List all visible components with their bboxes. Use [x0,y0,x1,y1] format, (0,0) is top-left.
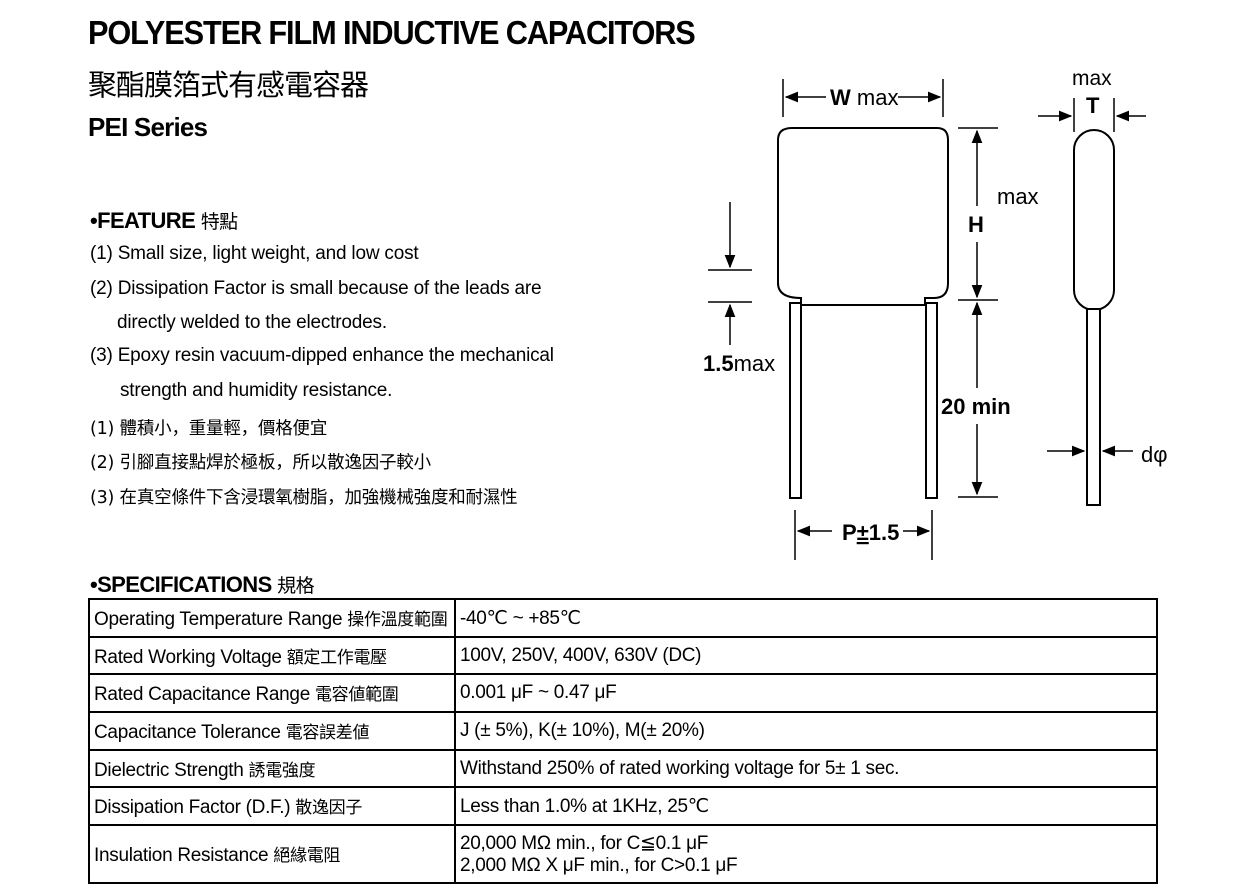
spec-label: Dielectric Strength 誘電強度 [88,749,456,788]
width-symbol: W [830,85,851,110]
right-lead [925,302,938,499]
table-row: Dissipation Factor (D.F.) 散逸因子 Less than… [88,786,1158,826]
width-max-label: W max [830,85,898,110]
lead-gap-value: 1.5 [703,351,734,376]
specifications-heading-zh: 規格 [277,575,314,597]
spec-value: Withstand 250% of rated working voltage … [454,749,1158,788]
table-row: Dielectric Strength 誘電強度 Withstand 250% … [88,749,1158,788]
feature-item: (1) Small size, light weight, and low co… [90,243,419,264]
series-name: PEI Series [88,112,208,142]
specifications-heading-label: •SPECIFICATIONS [90,572,272,597]
spec-value: 100V, 250V, 400V, 630V (DC) [454,636,1158,675]
capacitor-body-side [1073,129,1115,311]
feature-heading: •FEATURE 特點 [90,207,238,234]
table-row: Rated Capacitance Range 電容値範圍 0.001 μF ~… [88,673,1158,713]
spec-value: Less than 1.0% at 1KHz, 25℃ [454,786,1158,826]
table-row: Insulation Resistance 絕緣電阻 20,000 MΩ min… [88,824,1158,884]
feature-item-zh: (3) 在真空條件下含浸環氧樹脂，加強機械強度和耐濕性 [90,488,518,508]
spec-label: Capacitance Tolerance 電容誤差値 [88,711,456,751]
table-row: Operating Temperature Range 操作溫度範圍 -40℃ … [88,598,1158,638]
width-max-text: max [857,85,899,110]
pitch-plus-minus: ± [857,520,869,545]
spec-value-line: 2,000 MΩ X μF min., for C>0.1 μF [460,854,738,876]
spec-value: -40℃ ~ +85℃ [454,598,1158,638]
spec-label: Operating Temperature Range 操作溫度範圍 [88,598,456,638]
spec-value: J (± 5%), K(± 10%), M(± 20%) [454,711,1158,751]
thickness-max-label: max [1072,67,1112,90]
feature-item: (2) Dissipation Factor is small because … [90,278,542,299]
capacitor-dimension-diagram: W max max H 20 min 1.5max P±1.5 max T dφ [703,67,1168,560]
spec-value-line: 20,000 MΩ min., for C≦0.1 μF [460,832,709,854]
height-max-label: max [997,184,1039,209]
feature-item: strength and humidity resistance. [120,380,393,401]
specifications-heading: •SPECIFICATIONS 規格 [90,571,315,598]
feature-item: (3) Epoxy resin vacuum-dipped enhance th… [90,345,554,366]
lead-length-label: 20 min [941,394,1011,419]
left-lead [789,302,802,499]
pitch-symbol: P [842,520,857,545]
lead-diameter-label: dφ [1141,442,1168,467]
feature-item-zh: (2) 引腳直接點焊於極板，所以散逸因子較小 [90,453,431,473]
thickness-symbol: T [1086,93,1100,118]
spec-label: Rated Capacitance Range 電容値範圍 [88,673,456,713]
height-symbol: H [968,212,984,237]
feature-heading-label: •FEATURE [90,208,196,233]
capacitor-body-front [777,127,949,306]
spec-value: 0.001 μF ~ 0.47 μF [454,673,1158,713]
spec-value: 20,000 MΩ min., for C≦0.1 μF 2,000 MΩ X … [454,824,1158,884]
specifications-table: Operating Temperature Range 操作溫度範圍 -40℃ … [88,598,1158,884]
page-title: POLYESTER FILM INDUCTIVE CAPACITORS [88,14,696,51]
feature-item: directly welded to the electrodes. [117,312,387,333]
table-row: Capacitance Tolerance 電容誤差値 J (± 5%), K(… [88,711,1158,751]
lead-gap-unit: max [734,351,776,376]
spec-label: Rated Working Voltage 額定工作電壓 [88,636,456,675]
side-lead [1086,308,1101,506]
table-row: Rated Working Voltage 額定工作電壓 100V, 250V,… [88,636,1158,675]
lead-gap-label: 1.5max [703,351,775,376]
pitch-tolerance: 1.5 [869,520,900,545]
pitch-label: P±1.5 [842,520,899,545]
spec-label: Dissipation Factor (D.F.) 散逸因子 [88,786,456,826]
feature-heading-zh: 特點 [200,211,238,233]
spec-label: Insulation Resistance 絕緣電阻 [88,824,456,884]
feature-item-zh: (1) 體積小，重量輕，價格便宜 [90,419,328,439]
page-subtitle-zh: 聚酯膜箔式有感電容器 [88,68,369,102]
